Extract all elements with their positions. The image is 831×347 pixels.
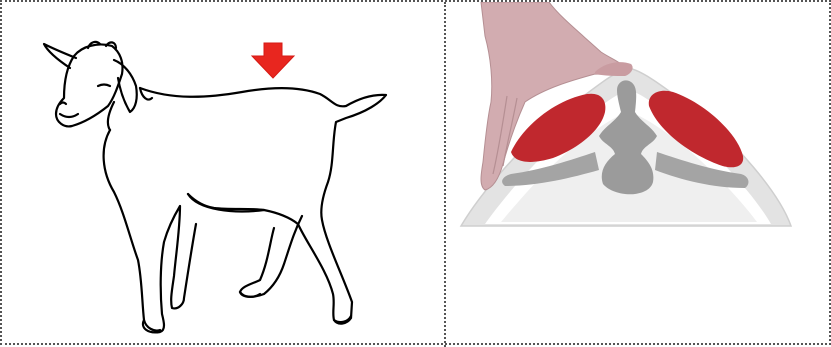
goat-front-leg-outline [104,130,196,332]
goat-illustration [2,2,441,343]
goat-hind-leg-outline [240,216,302,297]
goat-panel [2,2,441,343]
goat-body-outline [140,88,386,324]
goat-mouth [60,114,78,117]
spine-panel [445,2,829,343]
spine-cross-section-illustration [445,2,829,343]
goat-head-outline [56,44,123,126]
goat-nostril [60,103,66,105]
down-arrow-icon [252,43,294,78]
goat-eye [98,85,110,87]
goat-ear-left-outline [44,44,76,68]
goat-hoof-back [240,292,260,297]
